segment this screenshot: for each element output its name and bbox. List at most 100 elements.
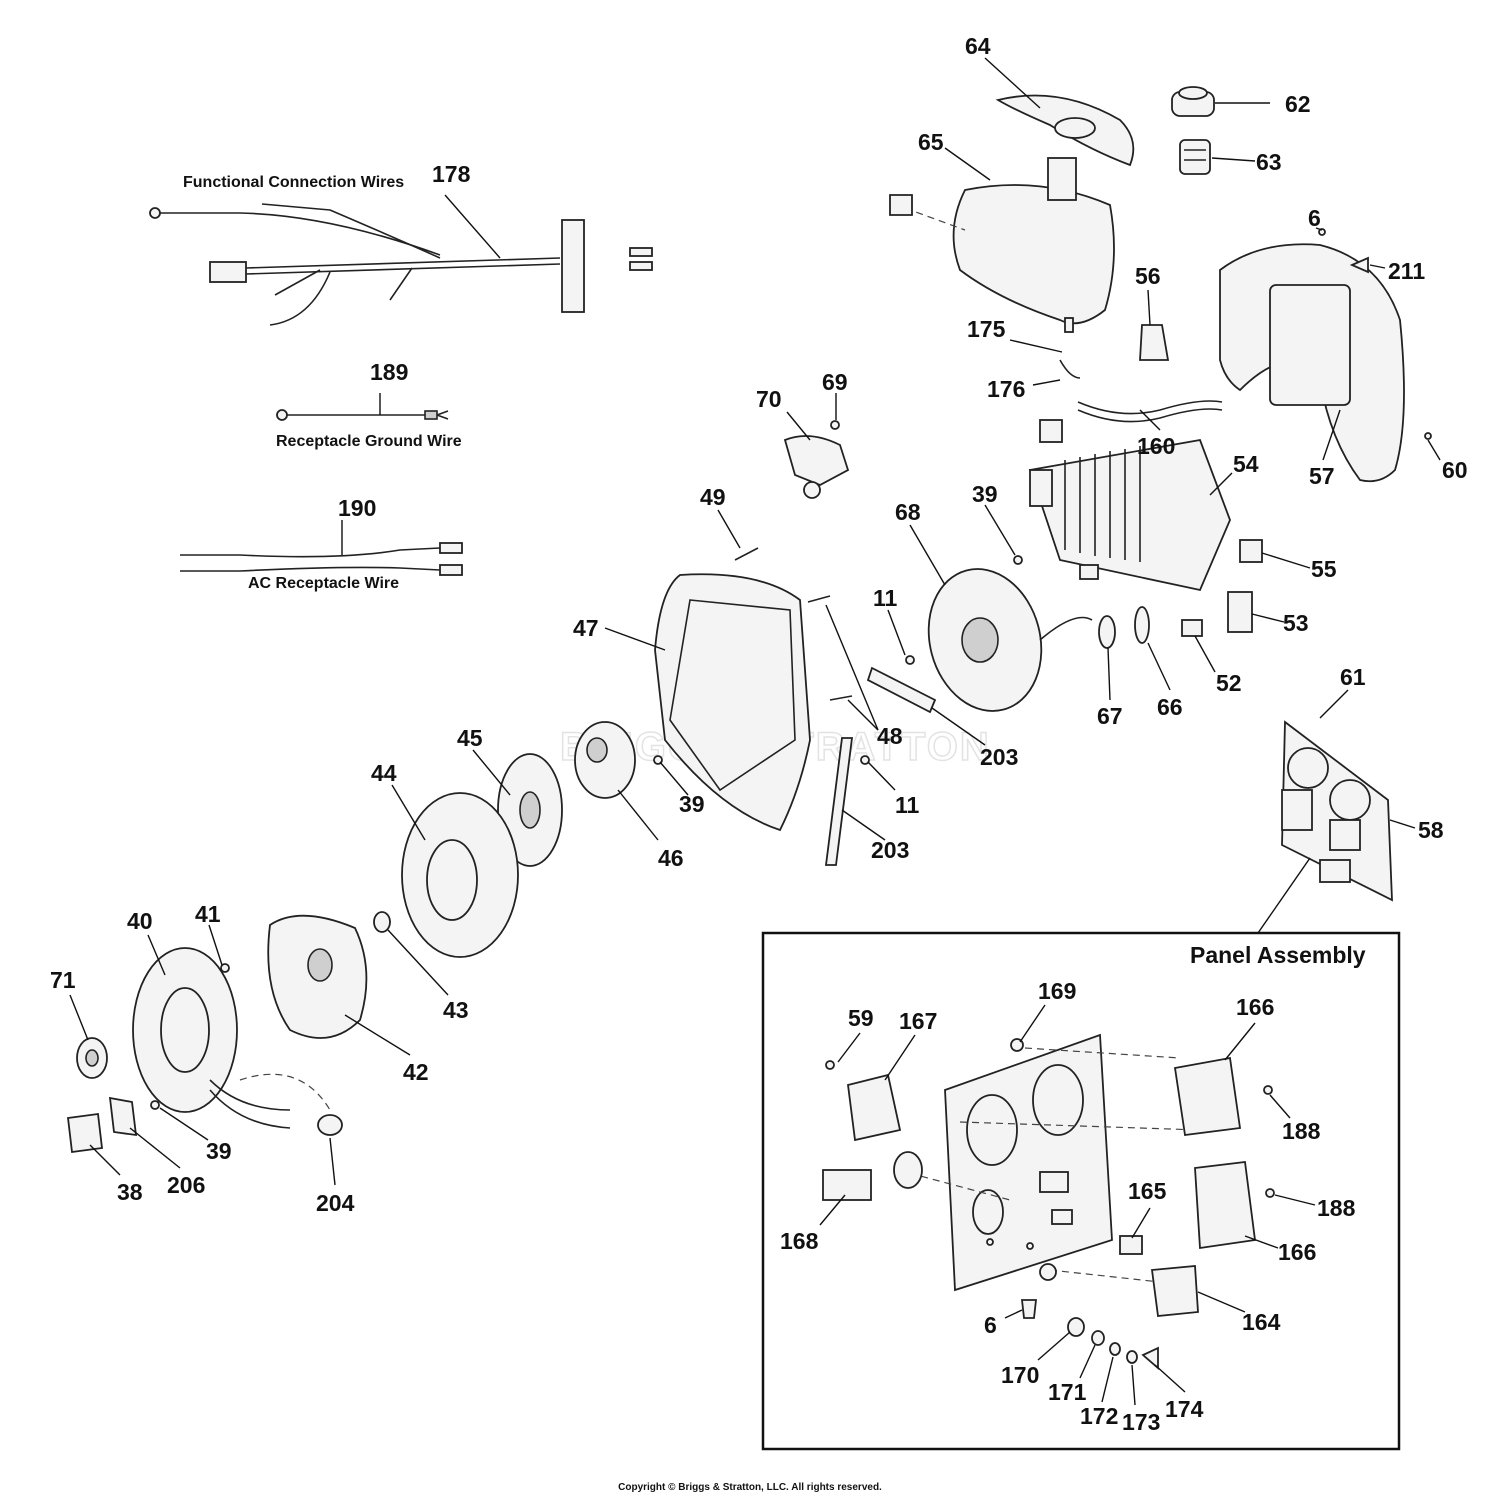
callout-label: 203	[980, 744, 1018, 770]
callout-label: 160	[1137, 433, 1175, 459]
callout-label: 65	[918, 129, 944, 155]
callout-label: 53	[1283, 610, 1309, 636]
parts-38-206-204	[67, 963, 343, 1154]
callout-label: 43	[443, 997, 469, 1023]
callout-label: 175	[967, 316, 1006, 342]
panel-pointer-line	[1257, 857, 1311, 934]
handle-frame-57	[1219, 243, 1405, 483]
callout-label: 58	[1418, 817, 1444, 843]
callout-label: 59	[848, 1005, 874, 1031]
callout-label: 167	[899, 1008, 937, 1034]
callout-label: 71	[50, 967, 76, 993]
copyright-text: Copyright © Briggs & Stratton, LLC. All …	[618, 1482, 882, 1493]
washer-43	[373, 911, 391, 933]
receptacles-166	[1173, 1056, 1257, 1250]
callout-label: 48	[877, 723, 903, 749]
callout-label: 165	[1128, 1178, 1167, 1204]
callout-label: 39	[206, 1138, 232, 1164]
panel-plate	[897, 1033, 1201, 1292]
callout-label: 190	[338, 495, 376, 521]
plate-45	[497, 753, 563, 867]
spacer-71	[76, 1037, 108, 1079]
callout-label: 54	[1233, 451, 1259, 477]
fuel-line-160	[1059, 359, 1223, 423]
bolts	[653, 228, 1432, 765]
panel-assembly-title: Panel Assembly	[1190, 942, 1366, 968]
callout-label: 66	[1157, 694, 1183, 720]
callout-label: 189	[370, 359, 408, 385]
tank-shield-64	[995, 94, 1135, 167]
callout-label: 170	[1001, 1362, 1039, 1388]
callout-label: 168	[780, 1228, 819, 1254]
callout-label: 166	[1278, 1239, 1316, 1265]
callout-label: 60	[1442, 457, 1468, 483]
callout-label: 44	[371, 760, 397, 786]
parts-52-53-55	[1079, 539, 1263, 637]
callout-label: 176	[987, 376, 1025, 402]
callout-label: 41	[195, 901, 221, 927]
callout-label: 68	[895, 499, 921, 525]
callout-label: 47	[573, 615, 599, 641]
caption-ac-receptacle-wire: AC Receptacle Wire	[248, 575, 399, 592]
callout-label: 46	[658, 845, 684, 871]
stator-40	[132, 947, 331, 1129]
callout-label: 42	[403, 1059, 429, 1085]
fuel-tank-65	[889, 157, 1115, 333]
fan-44	[401, 792, 519, 958]
callout-label: 62	[1285, 91, 1311, 117]
inverter-module-54	[1028, 419, 1231, 592]
callout-label: 6	[1308, 205, 1321, 231]
callout-label: 171	[1048, 1379, 1087, 1405]
callout-label: 178	[432, 161, 471, 187]
callout-label: 188	[1282, 1118, 1321, 1144]
callout-label: 6	[984, 1312, 997, 1338]
callout-label: 188	[1317, 1195, 1356, 1221]
callout-labels: 64 62 65 63 178 6 211 56 175 189 176 160…	[50, 33, 1468, 1435]
receptacle-ground-wire-189	[276, 409, 449, 421]
callout-label: 203	[871, 837, 909, 863]
callout-label: 174	[1165, 1396, 1204, 1422]
callout-label: 55	[1311, 556, 1337, 582]
callout-label: 211	[1388, 258, 1425, 284]
wire-harness-178	[149, 203, 653, 326]
callout-label: 49	[700, 484, 726, 510]
callout-label: 69	[822, 369, 848, 395]
callout-label: 63	[1256, 149, 1282, 175]
panel-small-parts	[822, 1038, 1275, 1370]
callout-label: 39	[972, 481, 998, 507]
callout-label: 206	[167, 1172, 205, 1198]
fuel-cap-62	[1171, 86, 1215, 117]
callout-label: 56	[1135, 263, 1161, 289]
callout-label: 38	[117, 1179, 143, 1205]
ac-receptacle-wire-190	[180, 542, 463, 576]
brackets-203	[824, 666, 937, 866]
hub-46	[574, 721, 636, 799]
callout-label: 173	[1122, 1409, 1160, 1435]
caption-functional-connection-wires: Functional Connection Wires	[183, 174, 404, 191]
callout-label: 11	[873, 585, 898, 611]
callout-label: 70	[756, 386, 782, 412]
callout-label: 166	[1236, 994, 1274, 1020]
fuel-strainer-63	[1179, 139, 1211, 175]
caption-receptacle-ground-wire: Receptacle Ground Wire	[276, 433, 462, 450]
tank-bracket-56	[1139, 324, 1170, 361]
callout-label: 52	[1216, 670, 1242, 696]
panel-assembly-frame	[761, 931, 1401, 1451]
flywheel-42	[267, 914, 368, 1039]
callout-label: 164	[1242, 1309, 1281, 1335]
callout-label: 64	[965, 33, 991, 59]
callout-label: 45	[457, 725, 483, 751]
callout-label: 57	[1309, 463, 1335, 489]
callout-label: 40	[127, 908, 153, 934]
leader-lines	[69, 57, 1441, 1406]
callout-label: 172	[1080, 1403, 1118, 1429]
ignition-coil-70	[783, 435, 850, 499]
callout-label: 204	[316, 1190, 355, 1216]
callout-label: 61	[1340, 664, 1366, 690]
callout-label: 11	[895, 792, 920, 818]
recoil-starter-68	[927, 568, 1150, 712]
decal-211	[1349, 256, 1369, 274]
blower-housing-47	[654, 573, 811, 832]
control-panel-58	[1281, 720, 1393, 902]
